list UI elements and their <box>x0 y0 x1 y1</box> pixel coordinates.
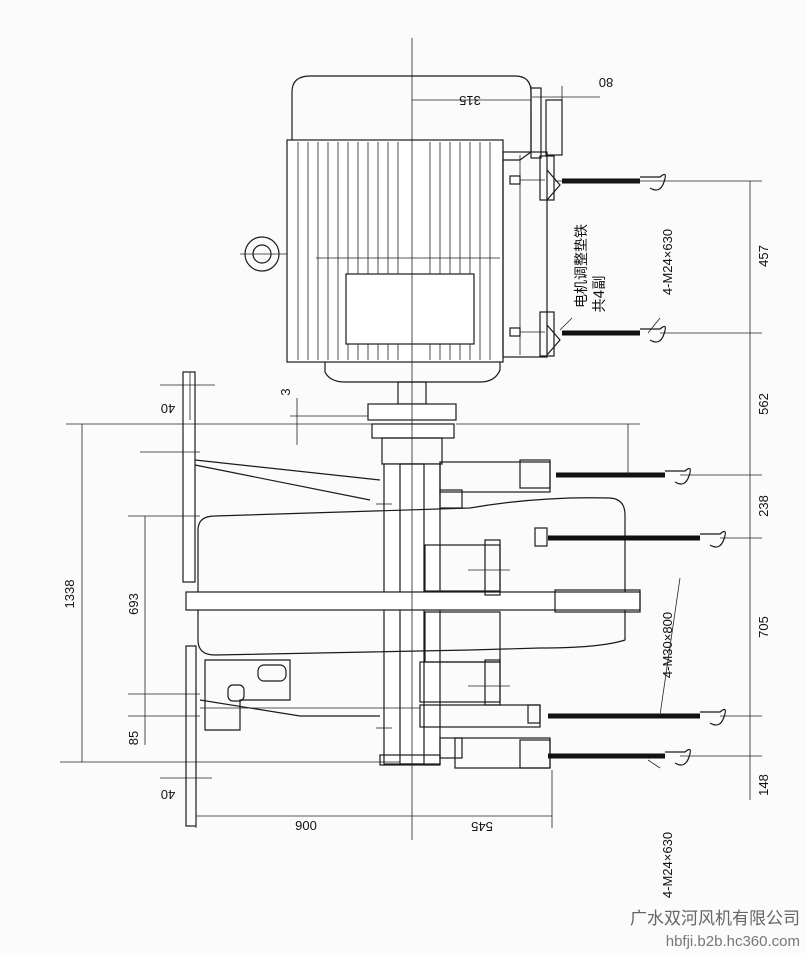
fan-housing <box>185 497 641 731</box>
bolt-motor-label: 4-M24×630 <box>660 229 675 295</box>
dim-238: 238 <box>756 495 771 517</box>
dim-148: 148 <box>756 774 771 796</box>
motor <box>240 75 563 383</box>
motor-shim-count-label: 共4副 <box>592 276 608 313</box>
dim-1338: 1338 <box>62 580 77 609</box>
dim-705: 705 <box>756 616 771 638</box>
watermark: 广水双河风机有限公司 hbfji.b2b.hc360.com <box>630 909 800 950</box>
dim-40-top: 40 <box>161 401 175 416</box>
dim-40-bottom: 40 <box>161 787 175 802</box>
dim-693: 693 <box>126 593 141 615</box>
dimension-texts: 315 80 3 40 1338 693 85 40 900 545 457 5… <box>62 75 771 834</box>
motor-shim-label: 电机调整垫铁 <box>574 224 590 308</box>
dim-562: 562 <box>756 393 771 415</box>
dim-545: 545 <box>471 819 493 834</box>
watermark-url: hbfji.b2b.hc360.com <box>666 933 800 950</box>
dim-315: 315 <box>459 93 481 108</box>
dim-900: 900 <box>295 818 317 833</box>
dim-457: 457 <box>756 245 771 267</box>
bearing-housings <box>439 459 551 769</box>
dim-3: 3 <box>278 388 293 395</box>
dim-85: 85 <box>126 731 141 745</box>
inlet-flanges <box>182 371 381 827</box>
annotation-labels: 电机调整垫铁 共4副 4-M24×630 4-M30×800 4-M24×630 <box>574 224 675 898</box>
watermark-company: 广水双河风机有限公司 <box>630 909 800 929</box>
dimension-lines <box>60 86 762 828</box>
centre-lines <box>140 38 510 840</box>
dim-80: 80 <box>599 75 613 90</box>
bolt-base-label: 4-M30×800 <box>660 612 675 678</box>
bolt-lower-label: 4-M24×630 <box>660 832 675 898</box>
